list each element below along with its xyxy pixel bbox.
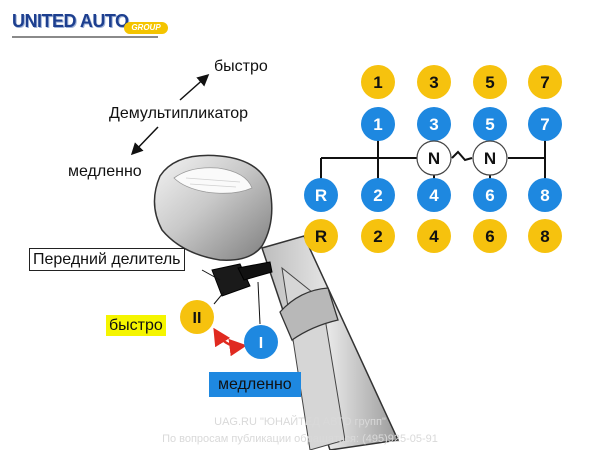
gear-lower-2-label: 4 xyxy=(429,186,439,205)
watermark-line-2: По вопросам публикации обращаться: (495)… xyxy=(162,433,438,445)
gear-upper-2-circle xyxy=(473,107,507,141)
label-slow-top: медленно xyxy=(68,163,142,180)
neutral-0-circle xyxy=(416,140,452,176)
pointer-slow xyxy=(257,281,261,325)
gear-lower-3-circle xyxy=(473,178,507,212)
pointer-front-divider xyxy=(201,269,221,281)
gear-bottom-3-circle xyxy=(473,219,507,253)
label-slow-bottom: медленно xyxy=(209,372,301,397)
gear-upper-1-circle xyxy=(417,107,451,141)
front-divider-switch xyxy=(211,261,273,297)
label-demultiplier: Демультипликатор xyxy=(109,105,249,122)
gear-bottom-4-circle xyxy=(528,219,562,253)
gear-lower-4-label: 8 xyxy=(540,186,549,205)
gear-upper-2-label: 5 xyxy=(485,115,494,134)
gear-bottom-4-label: 8 xyxy=(540,227,549,246)
label-fast-top: быстро xyxy=(214,58,268,75)
splitter-switch-arrow xyxy=(213,327,247,357)
gear-top-3-circle xyxy=(528,65,562,99)
gear-top-1-circle xyxy=(417,65,451,99)
gear-upper-3-circle xyxy=(528,107,562,141)
gear-knob xyxy=(153,154,273,261)
gear-lever-shaft xyxy=(261,235,400,450)
arrow-slow-top xyxy=(130,126,159,156)
gear-upper-3-label: 7 xyxy=(540,115,549,134)
gear-bottom-2-circle xyxy=(417,219,451,253)
gear-upper-0-label: 1 xyxy=(373,115,382,134)
gear-bottom-1-circle xyxy=(361,219,395,253)
gear-lower-4-circle xyxy=(528,178,562,212)
gear-bottom-1-label: 2 xyxy=(373,227,382,246)
splitter-fast-label: II xyxy=(193,310,202,327)
gear-lower-0-label: R xyxy=(315,186,327,205)
gear-bottom-0-label: R xyxy=(315,227,327,246)
neutral-1-label: N xyxy=(484,149,496,168)
gear-top-2-circle xyxy=(473,65,507,99)
gear-top-0-circle xyxy=(361,65,395,99)
gear-upper-1-label: 3 xyxy=(429,115,438,134)
gear-lower-0-circle xyxy=(304,178,338,212)
splitter-fast-circle xyxy=(180,300,214,334)
gear-lower-1-label: 2 xyxy=(373,186,382,205)
logo-text: UNITED AUTO xyxy=(12,11,129,31)
gear-bottom-3-label: 6 xyxy=(485,227,494,246)
splitter-slow-label: I xyxy=(259,335,263,352)
gear-bottom-2-label: 4 xyxy=(429,227,439,246)
gear-lower-2-circle xyxy=(417,178,451,212)
brand-logo: UNITED AUTO GROUP xyxy=(12,10,168,38)
watermark-line-1: UAG.RU "ЮНАЙТЕД АВТО групп" xyxy=(214,416,386,428)
neutral-0-label: N xyxy=(428,149,440,168)
gear-top-2-label: 5 xyxy=(485,73,494,92)
logo-subtext: GROUP xyxy=(124,22,168,34)
gear-lower-1-circle xyxy=(361,178,395,212)
splitter-slow-circle xyxy=(244,325,278,359)
gear-top-3-label: 7 xyxy=(540,73,549,92)
gear-bottom-0-circle xyxy=(304,219,338,253)
label-front-divider: Передний делитель xyxy=(29,248,185,271)
pointer-fast xyxy=(213,291,225,305)
arrow-fast-top xyxy=(179,74,210,101)
gear-upper-0-circle xyxy=(361,107,395,141)
gear-top-0-label: 1 xyxy=(373,73,382,92)
neutral-1-circle xyxy=(472,140,508,176)
gear-top-1-label: 3 xyxy=(429,73,438,92)
label-fast-bottom: быстро xyxy=(106,315,166,336)
gear-lower-3-label: 6 xyxy=(485,186,494,205)
